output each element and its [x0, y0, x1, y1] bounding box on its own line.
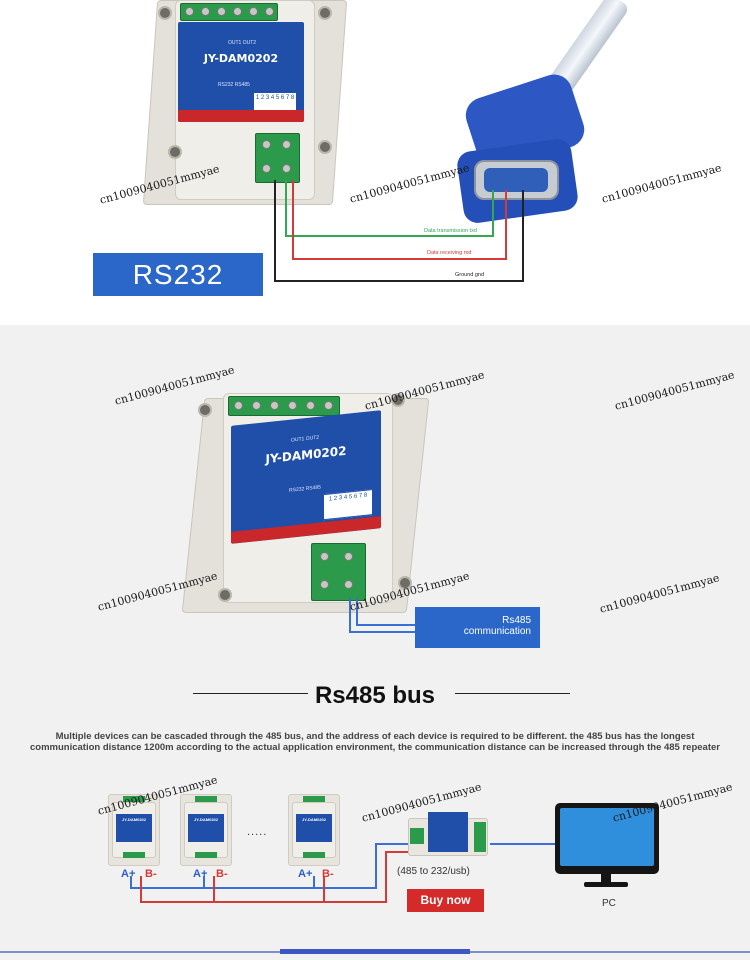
more-devices-ellipsis: ..... [247, 826, 268, 838]
pc-monitor-icon [555, 803, 659, 874]
module-info: RS232 RS485 [289, 484, 321, 494]
gnd-wire [274, 280, 524, 282]
b-bus-line [385, 851, 415, 853]
terminal-map: 1 2 3 4 5 6 7 8 [323, 488, 373, 521]
rs485-box-line2: communication [463, 626, 531, 637]
b-bus-line [323, 876, 325, 902]
a-bus-line [313, 876, 315, 888]
module-label: JY-DAM0202 OUT1 OUT2 RS232 RS485 1 2 3 4… [178, 22, 304, 122]
rs485-wire [356, 598, 358, 625]
a-bus-line [375, 843, 415, 845]
converter-label: (485 to 232/usb) [397, 866, 470, 877]
mount-hole [318, 140, 332, 154]
db9-connector [450, 0, 631, 225]
b-bus-line [140, 901, 386, 903]
rx-wire [292, 180, 294, 260]
rx-wire [292, 258, 507, 260]
module-info: OUT1 OUT2 [291, 434, 320, 444]
bottom-indicator [280, 949, 470, 954]
output-terminal-block [228, 396, 340, 416]
module-label: JY-DAM0202 OUT1 OUT2 RS232 RS485 1 2 3 4… [231, 410, 381, 544]
module-info: OUT1 OUT2 [228, 40, 257, 46]
a-bus-line [375, 844, 377, 889]
a-bus-line [130, 887, 376, 889]
mount-hole [391, 393, 405, 407]
b-bus-line [140, 876, 142, 902]
b-bus-line [213, 876, 215, 902]
a-plus-label: A+ [298, 868, 313, 880]
485-converter [408, 812, 488, 858]
mount-hole [398, 576, 412, 590]
rx-label: Data receiving rxd [427, 250, 472, 256]
rs485-description: Multiple devices can be cascaded through… [30, 731, 720, 753]
relay-module-rs232: JY-DAM0202 OUT1 OUT2 RS232 RS485 1 2 3 4… [142, 0, 348, 210]
rs485-communication-box: Rs485 communication [415, 607, 540, 648]
output-terminal-block [180, 3, 278, 21]
b-minus-label: B- [322, 868, 334, 880]
rs485-box-line1: Rs485 [502, 615, 531, 626]
module-name: JY-DAM0202 [265, 443, 347, 467]
b-minus-label: B- [216, 868, 228, 880]
rs485-wire [349, 598, 351, 632]
tx-wire [492, 190, 494, 237]
gnd-wire [522, 190, 524, 282]
a-bus-line [203, 876, 205, 888]
pc-link [490, 843, 556, 845]
a-bus-line [130, 876, 132, 888]
b-bus-line [385, 852, 387, 903]
buy-now-button[interactable]: Buy now [407, 889, 484, 912]
rs485-bus-title: Rs485 bus [314, 682, 436, 709]
gnd-label: Ground gnd [455, 272, 485, 278]
comm-terminal-block [311, 543, 366, 601]
module-info: RS232 RS485 [218, 82, 250, 88]
mount-hole [158, 6, 172, 20]
pc-label: PC [602, 898, 616, 909]
rs232-section: JY-DAM0202 OUT1 OUT2 RS232 RS485 1 2 3 4… [0, 0, 750, 325]
tx-wire [285, 235, 493, 237]
relay-module-rs485: JY-DAM0202 OUT1 OUT2 RS232 RS485 1 2 3 4… [181, 378, 430, 618]
title-rule-right [455, 693, 570, 694]
watermark: cn1009040051mmyae [600, 161, 723, 206]
tx-label: Data transmission txd [424, 228, 477, 234]
tx-wire [285, 180, 287, 236]
comm-terminal-block [255, 133, 300, 183]
module-name: JY-DAM0202 [203, 52, 279, 65]
rs232-badge: RS232 [93, 253, 263, 296]
rx-wire [505, 190, 507, 260]
rs485-wire [356, 624, 416, 626]
rs485-wire [349, 631, 416, 633]
mount-hole [168, 145, 182, 159]
gnd-wire [274, 180, 276, 282]
b-minus-label: B- [145, 868, 157, 880]
mount-hole [198, 403, 212, 417]
mount-hole [318, 6, 332, 20]
a-plus-label: A+ [121, 868, 136, 880]
a-plus-label: A+ [193, 868, 208, 880]
title-rule-left [193, 693, 308, 694]
mount-hole [218, 588, 232, 602]
